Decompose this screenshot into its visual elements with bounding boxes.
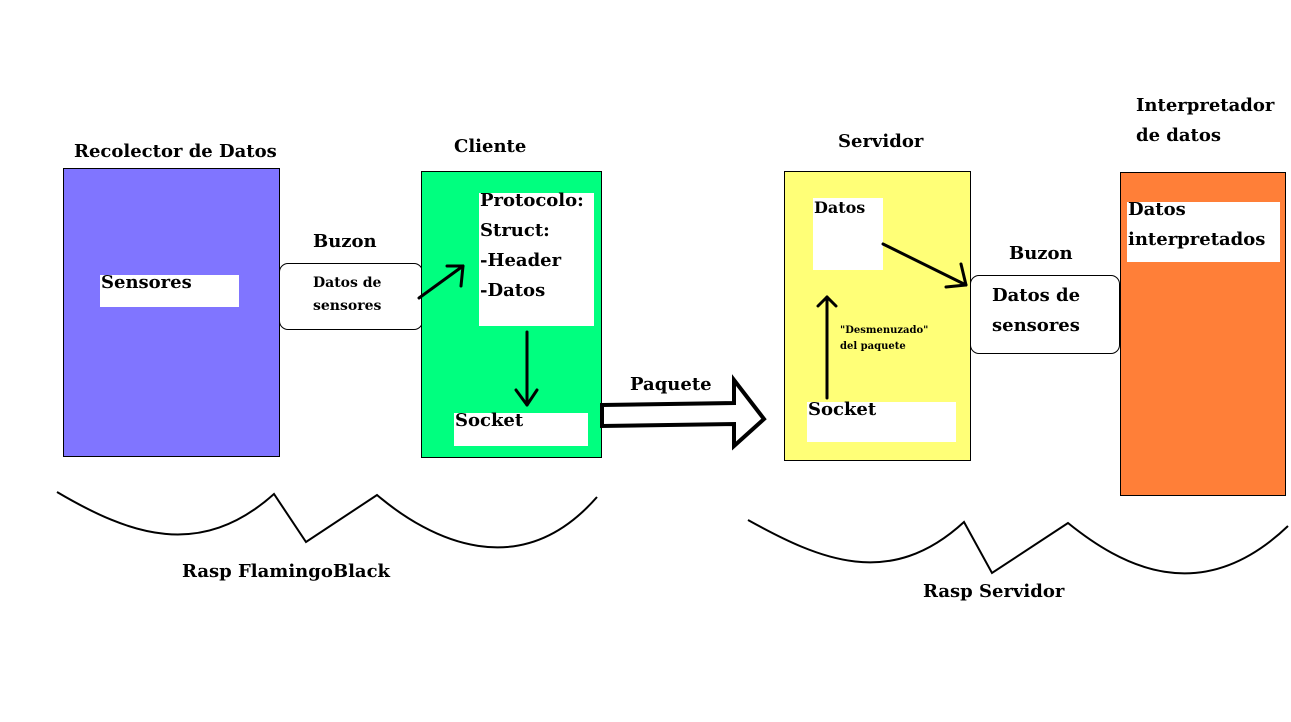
protocol-to-socket-arrow	[514, 330, 539, 407]
server-datos-label: Datos	[814, 198, 866, 217]
buzon-left-bubble	[279, 263, 423, 330]
buzon-right-line1: Datos de	[992, 285, 1081, 306]
interpreted-line2: interpretados	[1128, 229, 1266, 250]
protocol-line4: -Datos	[480, 280, 546, 301]
buzon-left-line1: Datos de	[313, 275, 382, 291]
server-note-line2: del paquete	[840, 341, 906, 352]
packet-label: Paquete	[630, 374, 712, 395]
server-title: Servidor	[838, 131, 924, 152]
protocol-line1: Protocolo:	[480, 190, 584, 211]
server-note-line1: "Desmenuzado"	[840, 325, 929, 336]
socket-to-datos-arrow	[816, 295, 838, 400]
protocol-line3: -Header	[480, 250, 562, 271]
sensors-label: Sensores	[101, 272, 192, 293]
interpreter-title-line2: de datos	[1136, 125, 1222, 146]
interpreter-title-line1: Interpretador	[1136, 95, 1275, 116]
interpreted-data-box	[1127, 202, 1280, 262]
datos-to-buzon-arrow	[881, 242, 968, 289]
rasp-right-label: Rasp Servidor	[923, 581, 1065, 602]
sensors-label-box	[100, 275, 239, 307]
server-socket-box	[807, 402, 956, 442]
protocol-line2: Struct:	[480, 220, 550, 241]
buzon-left-line2: sensores	[313, 298, 382, 314]
protocol-box	[479, 193, 594, 326]
buzon-right-line2: sensores	[992, 315, 1080, 336]
client-socket-box	[454, 413, 588, 446]
client-title: Cliente	[454, 136, 527, 157]
buzon-right-title: Buzon	[1009, 243, 1073, 264]
client-socket-label: Socket	[455, 410, 524, 431]
packet-arrow-icon	[600, 374, 767, 451]
server-datos-box	[813, 198, 883, 270]
rasp-left-label: Rasp FlamingoBlack	[182, 561, 391, 582]
buzon-to-protocol-arrow	[417, 264, 465, 300]
rasp-right-brace	[747, 519, 1289, 575]
rasp-left-brace	[56, 491, 598, 549]
interpreted-line1: Datos	[1128, 199, 1186, 220]
server-socket-label: Socket	[808, 399, 877, 420]
buzon-right-bubble	[970, 275, 1120, 354]
collector-title: Recolector de Datos	[74, 141, 277, 162]
buzon-left-title: Buzon	[313, 231, 377, 252]
